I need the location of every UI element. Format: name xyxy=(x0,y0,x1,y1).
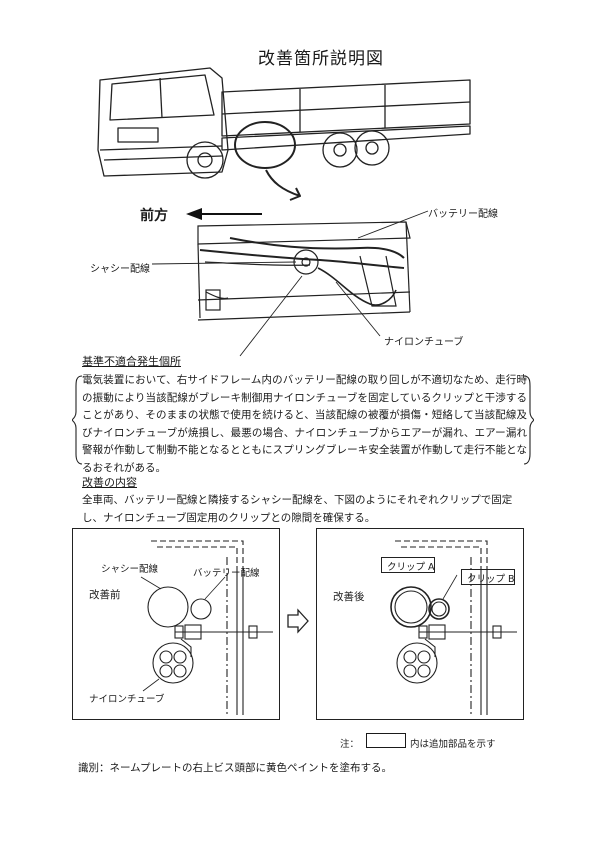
before-nylon-tube-label: ナイロンチューブ xyxy=(89,694,165,705)
clip-detail-circle xyxy=(293,249,319,275)
note-text: 内は追加部品を示す xyxy=(410,739,496,750)
fix-heading: 改善の内容 xyxy=(82,476,137,489)
clip-a-label: クリップ A xyxy=(387,562,435,573)
transition-arrow xyxy=(287,608,309,634)
pointer-arrow xyxy=(265,169,301,201)
page-title: 改善箇所説明図 xyxy=(258,49,384,69)
chassis-wiring xyxy=(199,249,405,269)
clip-b-circle xyxy=(428,598,450,620)
chassis-wiring-circle xyxy=(147,586,189,628)
cargo-bed xyxy=(221,79,471,137)
rear-wheel-1 xyxy=(322,132,358,168)
frame-detail-view xyxy=(151,210,429,357)
forward-arrow xyxy=(186,208,262,220)
defect-bracket xyxy=(72,375,534,465)
before-battery-wiring-label: バッテリー配線 xyxy=(193,568,260,579)
nylon-tube xyxy=(317,267,397,306)
chassis-wiring-label: シャシー配線 xyxy=(90,264,150,275)
chassis-rail xyxy=(221,125,471,151)
truck-cab xyxy=(97,67,229,177)
before-diagram-drawing xyxy=(140,540,273,715)
defect-description: 電気装置において、右サイドフレーム内のバッテリー配線の取り回しが不適切なため、走… xyxy=(82,374,527,474)
clip-a-circle xyxy=(390,586,432,628)
after-state-label: 改善後 xyxy=(333,591,365,603)
note-label: 注： xyxy=(340,739,360,750)
battery-wiring xyxy=(229,237,405,259)
identification-text: 識別：ネームプレートの右上ビス頭部に黄色ペイントを塗布する。 xyxy=(78,762,393,774)
rear-wheel-2 xyxy=(354,130,390,166)
clip-a-box xyxy=(381,557,435,573)
before-diagram-frame: シャシー配線 バッテリー配線 改善前 ナイロンチューブ xyxy=(72,528,280,720)
fix-description: 全車両、バッテリー配線と隣接するシャシー配線を、下図のようにそれぞれクリップで固… xyxy=(82,494,513,524)
front-wheel xyxy=(186,141,224,179)
before-state-label: 改善前 xyxy=(89,589,121,601)
note-sample-box xyxy=(366,733,406,748)
truck-illustration xyxy=(97,67,471,357)
nylon-tube-clip xyxy=(152,642,194,684)
clip-b-label: クリップ B xyxy=(467,574,515,585)
forward-label: 前方 xyxy=(140,208,168,224)
nylon-tube-label: ナイロンチューブ xyxy=(384,337,464,348)
highlight-circle xyxy=(234,121,296,169)
after-diagram-frame: クリップ A クリップ B 改善後 xyxy=(316,528,524,720)
after-diagram-drawing xyxy=(390,540,517,715)
before-chassis-wiring-label: シャシー配線 xyxy=(101,564,159,575)
defect-heading: 基準不適合発生個所 xyxy=(82,355,181,368)
battery-wiring-circle xyxy=(190,598,212,620)
clip-b-box xyxy=(461,569,515,585)
battery-wiring-label: バッテリー配線 xyxy=(428,209,498,220)
